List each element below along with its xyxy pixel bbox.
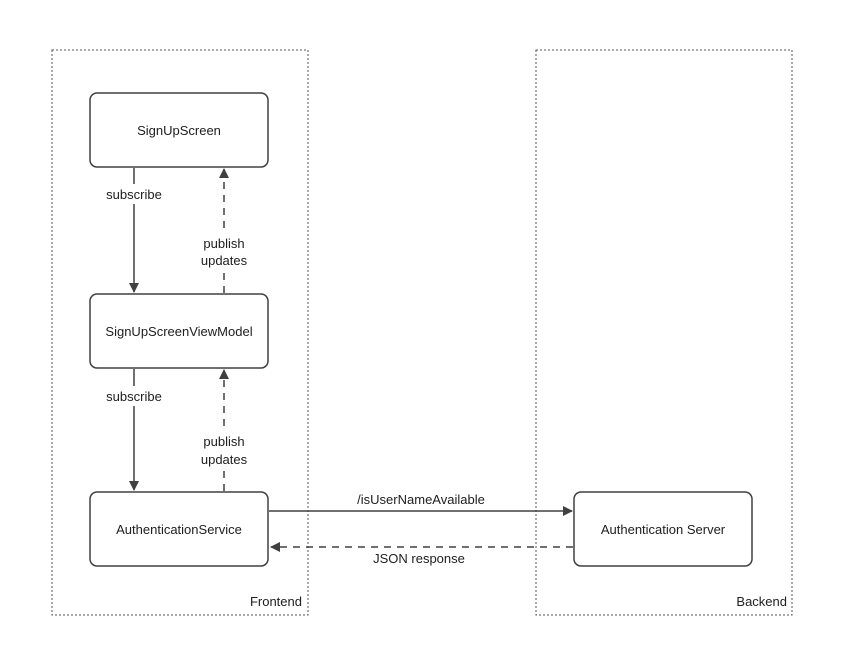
authentication-server-node: Authentication Server [573, 491, 753, 567]
authentication-service-label: AuthenticationService [116, 522, 242, 537]
publish-label-1b: updates [201, 253, 248, 268]
response-label: JSON response [373, 551, 465, 566]
subscribe-label-1: subscribe [106, 187, 162, 202]
frontend-region-label: Frontend [250, 594, 302, 609]
authentication-server-label: Authentication Server [601, 522, 726, 537]
sign-up-screen-node: SignUpScreen [89, 92, 269, 168]
subscribe-label-bg-1 [100, 184, 168, 204]
sign-up-screen-label: SignUpScreen [137, 123, 221, 138]
sign-up-screen-view-model-node: SignUpScreenViewModel [89, 293, 269, 369]
publish-label-1a: publish [203, 236, 244, 251]
backend-region [535, 49, 793, 616]
backend-region-label: Backend [736, 594, 787, 609]
sign-up-screen-view-model-label: SignUpScreenViewModel [105, 324, 252, 339]
subscribe-label-bg-2 [100, 386, 168, 406]
publish-label-bg-2 [192, 430, 256, 468]
authentication-service-node: AuthenticationService [89, 491, 269, 567]
publish-label-2b: updates [201, 452, 248, 467]
publish-label-2a: publish [203, 434, 244, 449]
request-label: /isUserNameAvailable [357, 492, 485, 507]
frontend-region [51, 49, 309, 616]
publish-label-bg-1 [192, 232, 256, 270]
subscribe-label-2: subscribe [106, 389, 162, 404]
